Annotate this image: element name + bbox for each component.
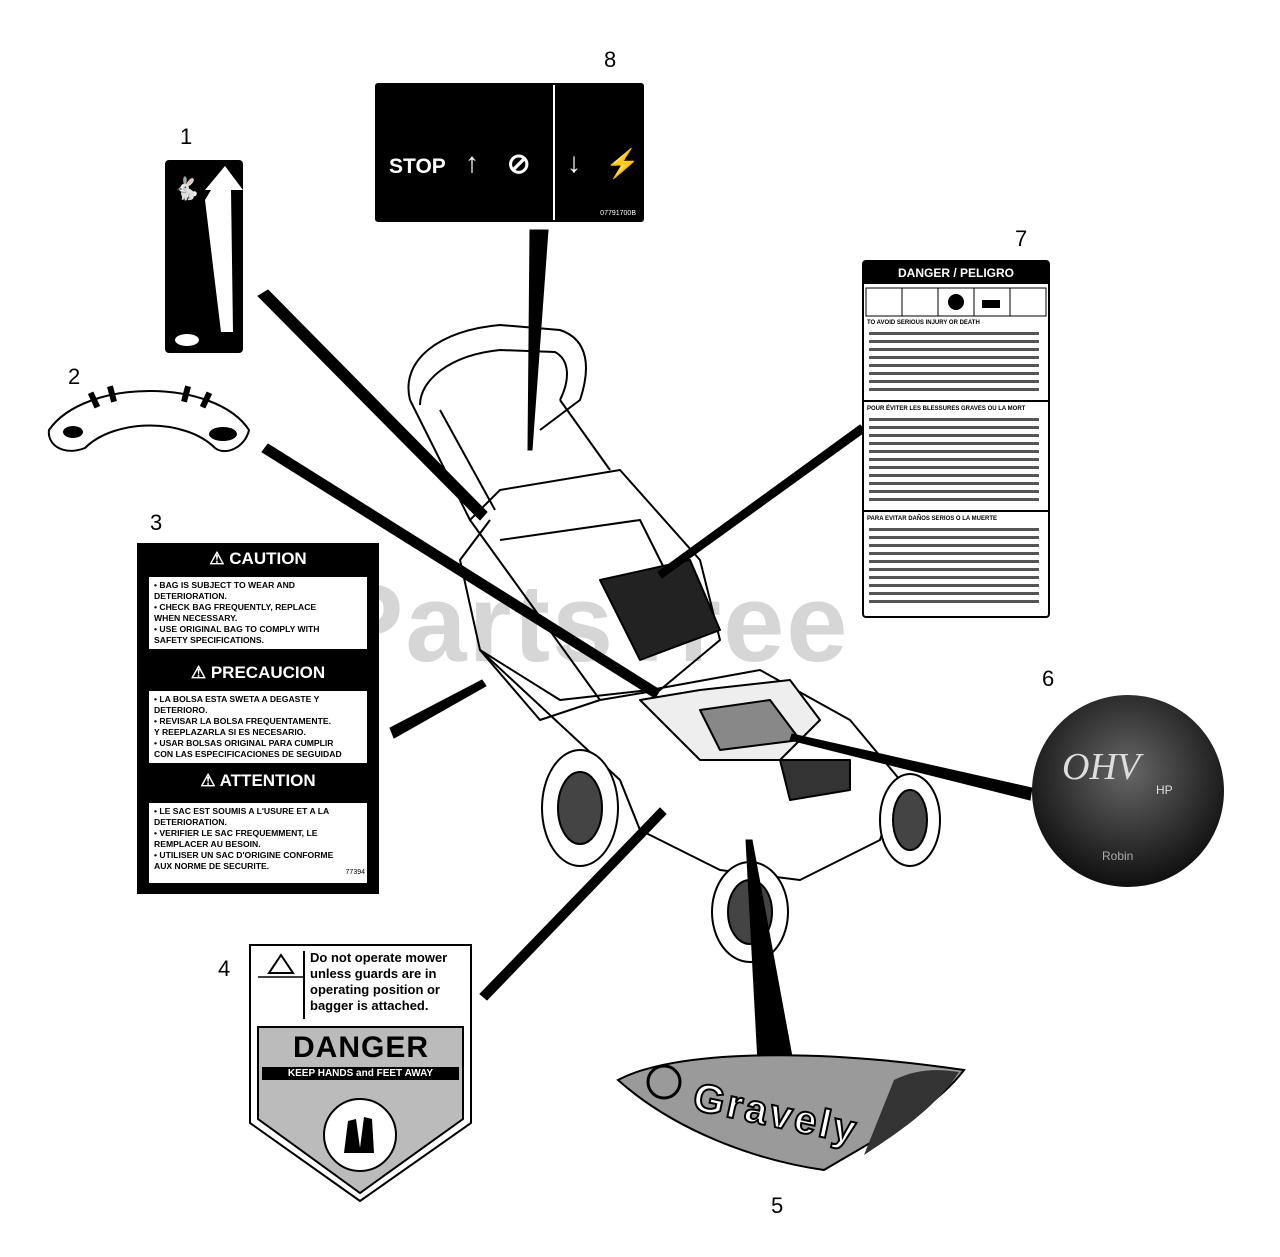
attention-text-box: • LE SAC EST SOUMIS A L'USURE ET A LA DE… xyxy=(149,803,367,883)
callout-4: 4 xyxy=(218,956,231,981)
decal-divider xyxy=(553,85,555,220)
hp-text: HP xyxy=(1156,783,1173,797)
section-english-heading: TO AVOID SERIOUS INJURY OR DEATH xyxy=(867,320,980,326)
engine-on-icon: ⚡ xyxy=(605,148,640,179)
arrow-down-icon: ↓ xyxy=(567,147,581,178)
hand-icon xyxy=(323,1098,397,1172)
rabbit-icon xyxy=(63,426,83,438)
callout-8: 8 xyxy=(604,47,617,72)
attention-heading: ⚠ ATTENTION xyxy=(200,771,316,790)
warning-triangle-icon: ⚠ xyxy=(190,663,207,682)
robin-brand: Robin xyxy=(1102,849,1134,863)
danger-heading: DANGER xyxy=(292,1031,429,1064)
warning-triangle-icon: ⚠ xyxy=(209,549,225,568)
hazard-pictogram-icon xyxy=(948,294,964,310)
gravely-logo-icon xyxy=(646,1064,682,1100)
danger-peligro-header: DANGER / PELIGRO xyxy=(864,262,1048,284)
callout-1: 1 xyxy=(180,124,193,149)
decal-part-code: 77394 xyxy=(345,869,365,876)
grass-bag xyxy=(469,469,721,701)
mower-handle xyxy=(407,324,587,431)
decal-3-bag-caution: ⚠ CAUTION • BAG IS SUBJECT TO WEAR AND D… xyxy=(137,543,379,894)
decal-6-ohv-emblem: OHV HP Robin xyxy=(1032,695,1224,887)
watermark-text: PartsTree xyxy=(330,562,850,685)
section-spanish-heading: PARA EVITAR DAÑOS SERIOS O LA MUERTE xyxy=(867,516,998,522)
caution-heading: ⚠ CAUTION xyxy=(209,549,307,568)
arrow-up-icon: ↑ xyxy=(465,147,479,178)
warning-triangle-icon xyxy=(267,953,295,974)
rabbit-icon: 🐇 xyxy=(173,176,200,202)
precaucion-heading: ⚠ PRECAUCION xyxy=(190,663,326,682)
precaucion-text-box: • LA BOLSA ESTA SWETA A DEGASTE Y DETERI… xyxy=(149,691,367,763)
leader-lines xyxy=(257,229,1033,1101)
warning-triangle-icon: ⚠ xyxy=(200,771,216,790)
ohv-text: OHV xyxy=(1062,746,1141,788)
decal-5-gravely-arc: Gravely xyxy=(614,1030,966,1175)
decal-part-code: 07791700B xyxy=(600,210,636,217)
callout-7: 7 xyxy=(1015,226,1028,251)
decal-2-speed-arc xyxy=(45,368,253,456)
decal-7-danger-peligro: DANGER / PELIGRO TO AVOID SERIOUS INJURY… xyxy=(862,260,1050,618)
callout-2: 2 xyxy=(68,364,81,389)
callout-6: 6 xyxy=(1042,666,1055,691)
speed-arrow-icon xyxy=(205,166,243,332)
engine-off-icon: ⊘ xyxy=(507,148,531,179)
caution-text-box: • BAG IS SUBJECT TO WEAR AND DETERIORATI… xyxy=(149,577,367,649)
section-french-heading: POUR ÉVITER LES BLESSURES GRAVES OU LA M… xyxy=(867,406,1026,412)
keep-hands-feet-away: KEEP HANDS and FEET AWAY xyxy=(262,1067,459,1080)
turtle-icon xyxy=(175,334,199,346)
decal-8-stop-control: STOP ↑ ⊘ ↓ ⚡ 07791700B xyxy=(375,83,644,222)
callout-5: 5 xyxy=(771,1193,784,1218)
decal-1-speed-control: 🐇 xyxy=(165,160,243,353)
turtle-icon xyxy=(209,427,237,441)
callout-3: 3 xyxy=(150,510,163,535)
stop-label: STOP xyxy=(389,155,446,178)
